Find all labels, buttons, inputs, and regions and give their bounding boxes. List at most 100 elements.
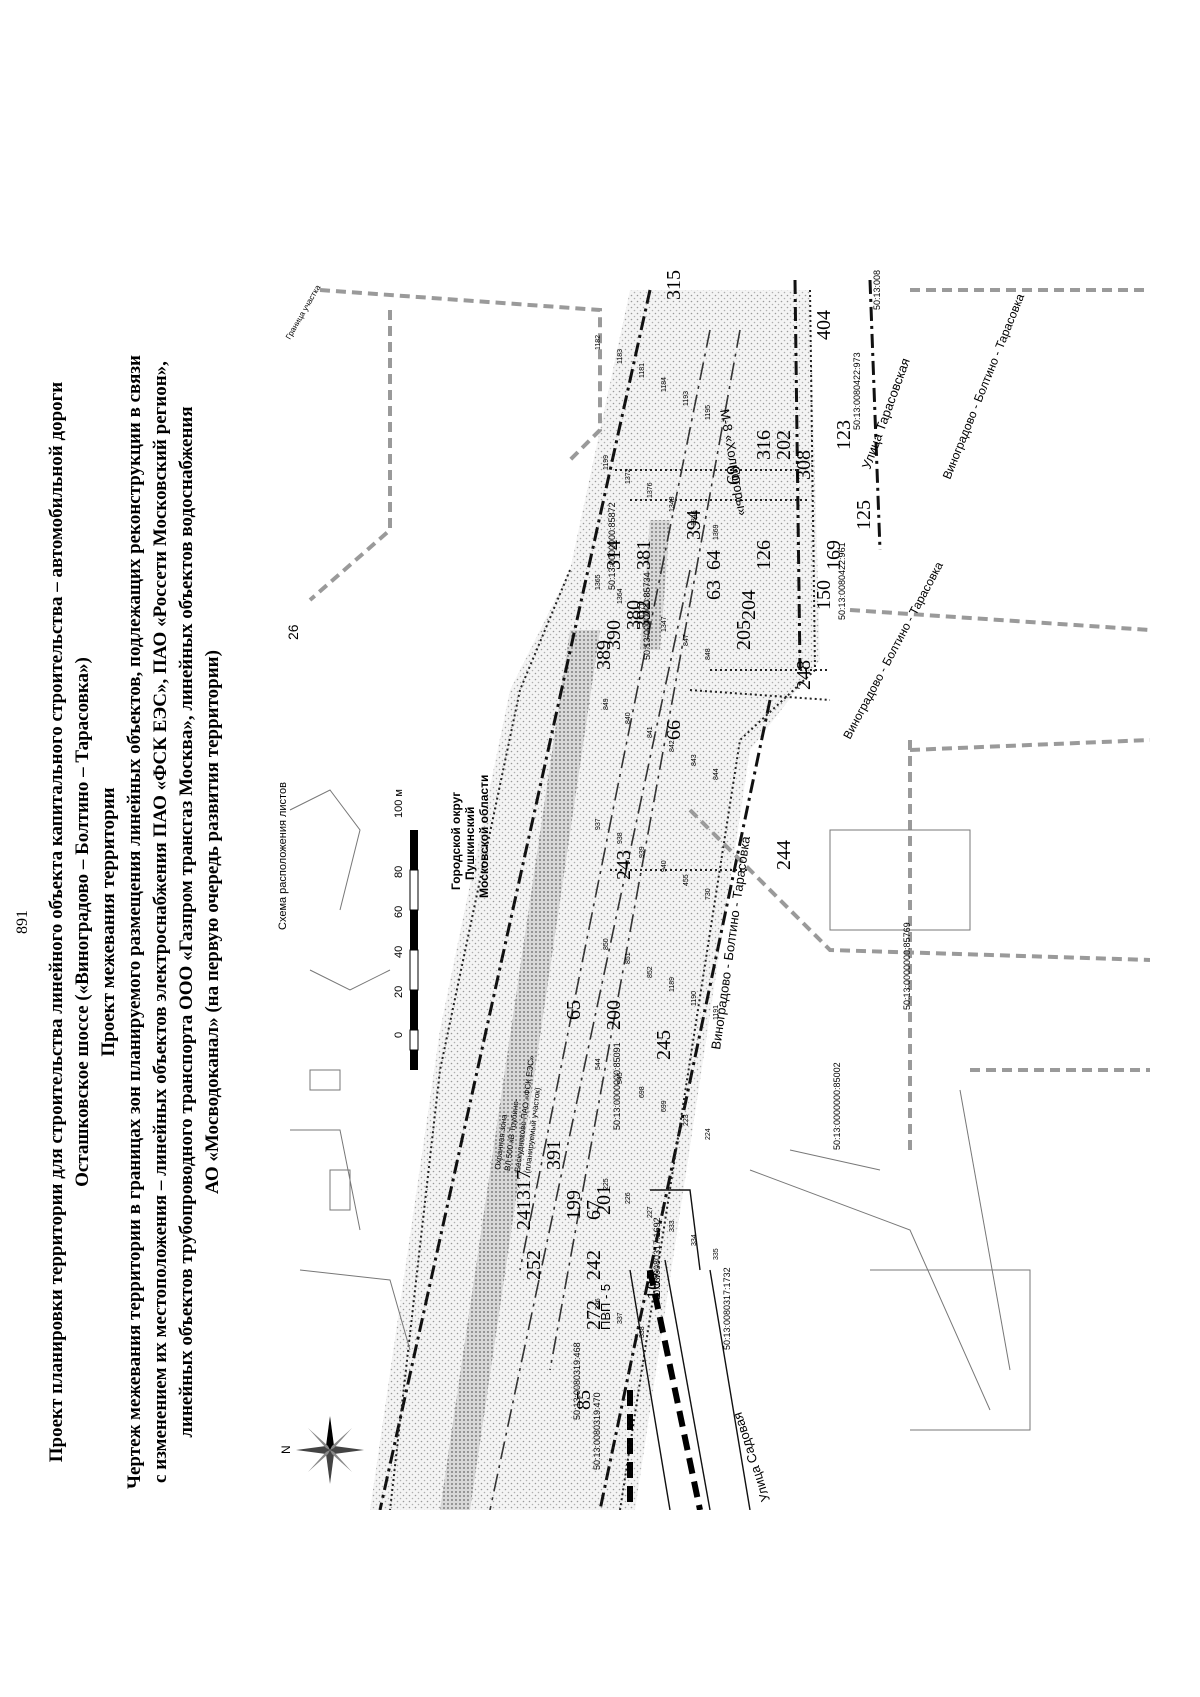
point-number: 335 [713,1248,720,1260]
road-label-sadovaya: Улица Садовая [730,1410,773,1503]
zone-number: 241 [513,1200,535,1230]
point-number: 225 [603,1178,610,1190]
point-number: 849 [603,698,610,710]
point-number: 1195 [705,405,712,420]
point-number: 850 [603,938,610,950]
point-number: 334 [691,1234,698,1246]
zone-number: 314 [603,540,625,570]
point-number: 698 [639,1086,646,1098]
point-number: 938 [617,832,624,844]
district-line-3: Московской области [477,775,491,898]
point-number: 545 [617,1072,624,1084]
parcel-outlines [749,829,1031,1431]
zone-number: 317 [513,1170,535,1200]
scale-tick-label: 0 [393,1032,405,1038]
zone-number: 205 [733,620,755,650]
point-number: 1364 [617,588,624,604]
title-line-1: Проект планировки территории для строите… [46,381,67,1463]
zone-number: 200 [603,1000,625,1030]
point-number: 840 [625,712,632,724]
cadastral-number: 50:13:0000000:85872 [607,502,617,590]
point-number: 333 [669,1220,676,1232]
zone-number: 244 [773,840,795,870]
zone-number: 392 [633,600,655,630]
point-number: 852 [647,966,654,978]
point-number: 227 [647,1206,654,1218]
zone-number: 107 [643,1270,665,1300]
zone-number: 381 [633,540,655,570]
point-number: 455 [683,874,690,886]
scale-tick-label: 60 [393,906,405,918]
territory-boundaries [378,279,882,1510]
inset-sketch [289,789,411,1351]
point-number: 851 [625,952,632,964]
zone-number: 248 [793,660,815,690]
cadastral-number: 50:13:0080319:468 [572,1342,582,1420]
zone-number: 242 [583,1250,605,1280]
point-number: 1199 [603,455,610,470]
zone-number: 389 [593,640,615,670]
point-number: 699 [661,1100,668,1112]
point-number: 1190 [691,991,698,1006]
zone-number: 125 [853,500,875,530]
point-number: 1183 [617,349,624,364]
point-number: 1369 [713,524,720,540]
zone-number: 380 [623,600,645,630]
zone-number: 245 [653,1030,675,1060]
document-header: 891 Проект планировки территории для стр… [4,182,224,1662]
cadastral-number: 50:13:0080317:1692 [652,1217,662,1300]
zone-number: 201 [593,1185,615,1215]
zone-number: 315 [663,270,685,300]
zone-number: 69 [723,465,745,485]
zone-number: 65 [563,1000,585,1020]
ppv-label: ПВП - 5 [598,1284,613,1330]
zone-number: 391 [543,1140,565,1170]
scale-tick-label: 40 [393,946,405,958]
road-strip [440,630,600,1510]
road-strip-2 [640,520,670,650]
sadovaya-street [629,1189,751,1510]
zone-number: 394 [683,510,705,540]
point-number: 1376 [647,482,654,498]
zone-number: 204 [738,590,760,620]
zone-number: 85 [573,1390,595,1410]
point-number: 940 [661,860,668,872]
point-number: 1365 [595,574,602,590]
district-label: Городской округ Пушкинский Московской об… [449,775,491,898]
cadastral-number: 50:13:00806 [872,270,882,310]
point-number: 730 [705,888,712,900]
utility-lines [489,329,741,1510]
cadastral-number: 50:13:0080422:961 [837,542,847,620]
zone-number: 123 [833,420,855,450]
road-label-tarasovskaya: Улица Тарасовская [859,356,913,471]
zone-number: 390 [603,620,625,650]
page-number: 891 [14,910,31,934]
zone-number: 316 [753,430,775,460]
point-number: 223 [683,1114,690,1126]
zone-number: 66 [663,720,685,740]
title-line-6: линейных объектов трубопроводного трансп… [176,406,197,1438]
point-number: 338 [639,1326,646,1338]
zone-number: 126 [753,540,775,570]
point-number: 1182 [595,335,602,350]
point-number: 1346 [691,510,698,526]
inset-title: Схема расположения листов [277,782,289,930]
existing-parcels [308,288,1150,1150]
cadastral-number: 50:13:0080317:1732 [722,1267,732,1350]
point-number: 544 [595,1058,602,1070]
point-number: 842 [669,740,676,752]
north-arrow [296,1416,364,1484]
title-line-5: с изменением их местоположения – линейны… [150,361,171,1483]
scale-tick-label: 80 [393,866,405,878]
cadastral-number: 50:13:0000000:85002 [832,1062,842,1150]
point-number: 337 [617,1312,624,1324]
sadovaya-street-dashes [627,1269,703,1510]
inset-sheet-number: 26 [285,624,301,640]
road-label-gravel: Граница участка [284,283,323,341]
title-line-7: АО «Мосводоканал» (на первую очередь раз… [202,650,223,1194]
zone-number: 64 [703,550,725,570]
title-line-4: Чертеж межевания территории в границах з… [124,355,145,1489]
